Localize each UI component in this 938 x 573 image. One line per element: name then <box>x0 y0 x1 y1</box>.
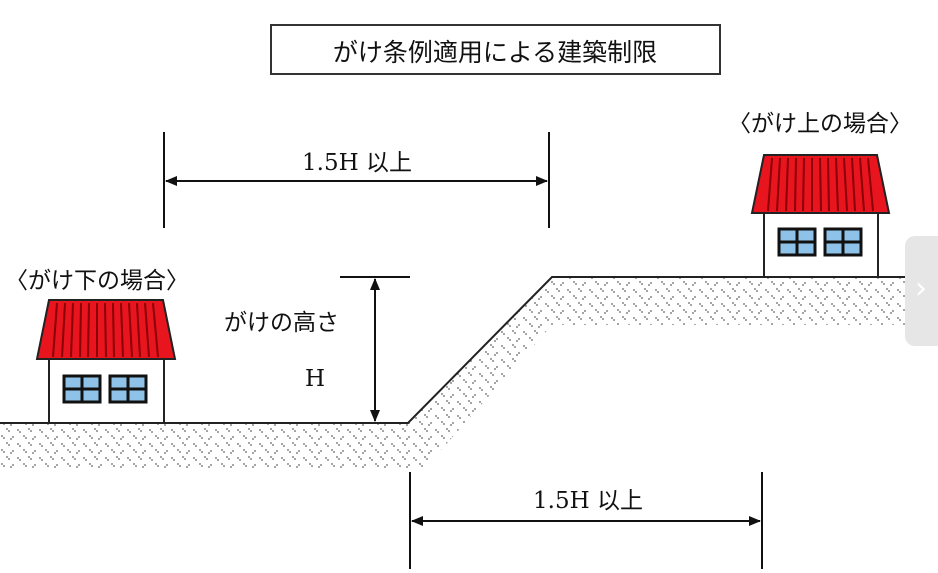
window <box>777 227 817 257</box>
upper-distance-dimension: 1.5H 以上 <box>163 132 550 228</box>
window <box>62 374 102 404</box>
ground <box>0 276 938 468</box>
window <box>108 374 148 404</box>
chevron-right-icon: › <box>915 271 927 306</box>
title-text: がけ条例適用による建築制限 <box>333 38 657 67</box>
cliff-height-symbol: H <box>305 366 325 392</box>
lower-distance-dimension: 1.5H 以上 <box>409 472 763 569</box>
ground-surface-line <box>0 276 938 424</box>
house-above-cliff <box>750 154 891 278</box>
label-above-case: 〈がけ上の場合〉 <box>728 111 912 137</box>
next-image-button[interactable]: › <box>905 236 938 346</box>
lower-distance-label: 1.5H 以上 <box>533 488 643 514</box>
window <box>823 227 863 257</box>
upper-distance-label: 1.5H 以上 <box>302 150 412 176</box>
house-below-cliff <box>35 299 177 424</box>
label-below-case: 〈がけ下の場合〉 <box>5 268 189 294</box>
diagram-title: がけ条例適用による建築制限 <box>270 24 721 75</box>
cliff-height-label: がけの高さ <box>224 310 339 336</box>
cliff-height-dimension: がけの高さ H <box>224 276 410 422</box>
